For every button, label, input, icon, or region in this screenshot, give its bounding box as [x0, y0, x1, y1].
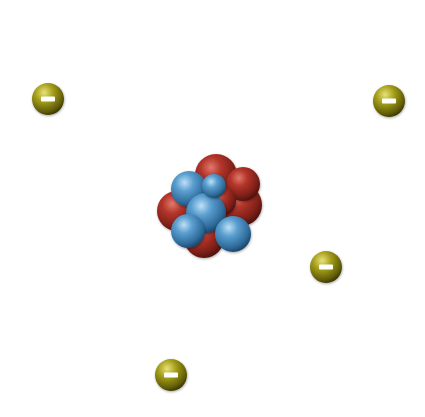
- electron-1: [32, 83, 64, 115]
- electrons: [32, 83, 405, 391]
- neutron-10: [171, 214, 205, 248]
- proton-5: [226, 167, 260, 201]
- nucleus: [157, 154, 262, 258]
- electron-4: [155, 359, 187, 391]
- minus-sign-icon: [41, 96, 55, 102]
- minus-sign-icon: [382, 98, 396, 104]
- neutron-9: [215, 216, 251, 252]
- electron-3: [310, 251, 342, 283]
- minus-sign-icon: [319, 264, 333, 270]
- electron-2: [373, 85, 405, 117]
- minus-sign-icon: [164, 372, 178, 378]
- neutron-11: [202, 174, 226, 198]
